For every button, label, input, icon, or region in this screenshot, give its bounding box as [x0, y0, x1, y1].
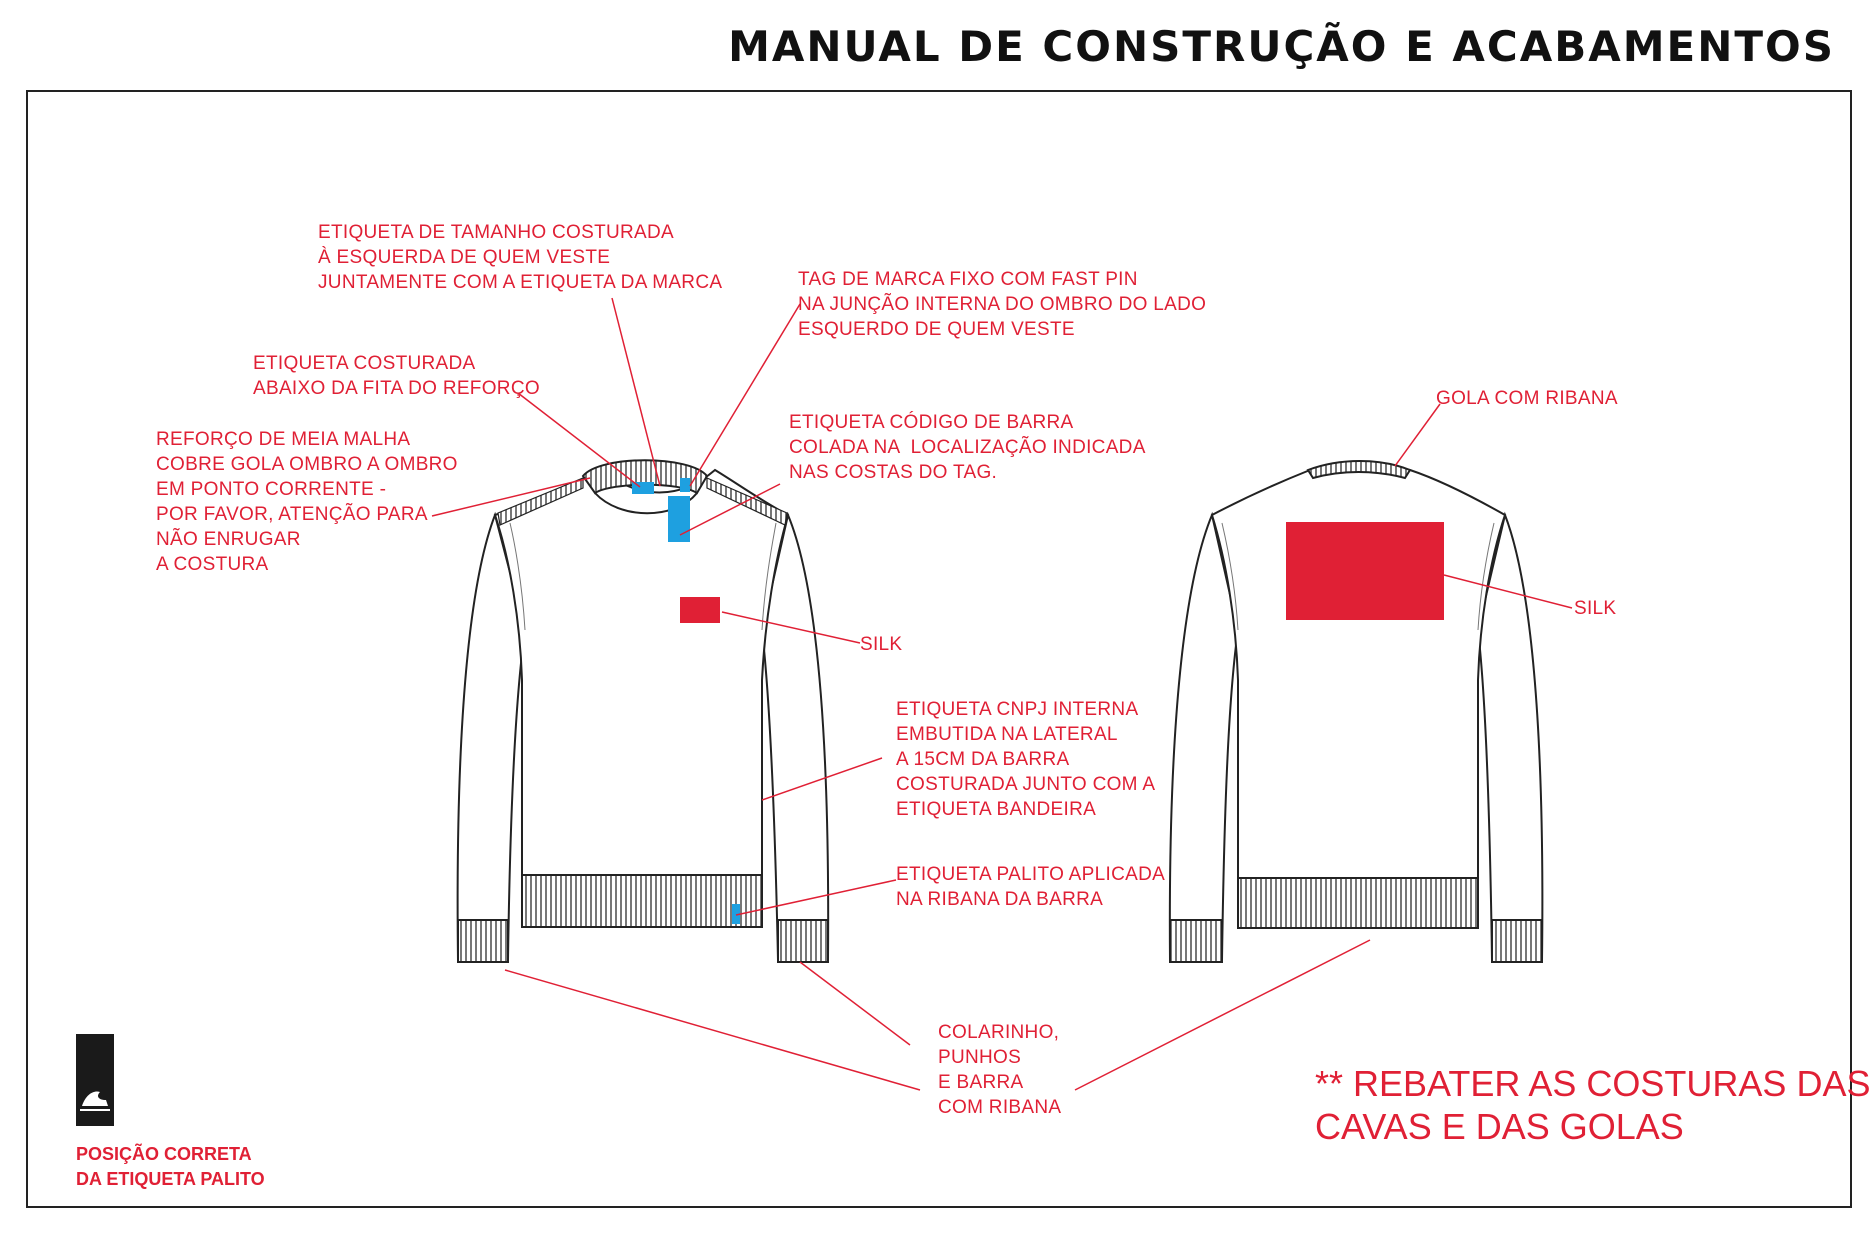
palito-caption: POSIÇÃO CORRETA DA ETIQUETA PALITO [76, 1144, 265, 1189]
front-sweater [456, 459, 830, 963]
label-size-tag: ETIQUETA DE TAMANHO COSTURADA À ESQUERDA… [318, 222, 723, 293]
brand-tag-marker [668, 496, 690, 542]
back-right-cuff [1491, 919, 1543, 963]
shoulder-reinforcement [497, 477, 788, 526]
silk-front-area [680, 597, 720, 623]
label-palito-applied: ETIQUETA PALITO APLICADA NA RIBANA DA BA… [896, 864, 1166, 910]
page-title: MANUAL DE CONSTRUÇÃO E ACABAMENTOS [728, 22, 1835, 71]
back-left-cuff [1169, 919, 1223, 963]
front-left-cuff [457, 919, 509, 963]
wave-mountain-logo-icon [80, 1091, 110, 1111]
label-reinforcement: REFORÇO DE MEIA MALHA COBRE GOLA OMBRO A… [156, 429, 458, 575]
label-cnpj: ETIQUETA CNPJ INTERNA EMBUTIDA NA LATERA… [896, 699, 1156, 820]
silk-back-area [1286, 522, 1444, 620]
label-silk-back: SILK [1574, 598, 1617, 619]
label-brand-tag: TAG DE MARCA FIXO COM FAST PIN NA JUNÇÃO… [798, 269, 1207, 340]
label-barcode: ETIQUETA CÓDIGO DE BARRA COLADA NA LOCAL… [789, 412, 1146, 483]
palito-label-sample [76, 1034, 114, 1126]
back-collar-rib [1306, 460, 1412, 480]
label-collar-back: GOLA COM RIBANA [1436, 388, 1618, 409]
stitching-note: ** REBATER AS COSTURAS DAS CAVAS E DAS G… [1315, 1063, 1871, 1147]
front-body [493, 468, 790, 876]
diagram-frame [26, 90, 1852, 1208]
front-collar-rib [581, 459, 709, 495]
front-hem-rib [521, 874, 763, 928]
label-sewn-tag: ETIQUETA COSTURADA ABAIXO DA FITA DO REF… [253, 353, 540, 399]
label-ribbing: COLARINHO, PUNHOS E BARRA COM RIBANA [938, 1022, 1062, 1118]
back-hem-rib [1237, 877, 1479, 929]
label-silk-front: SILK [860, 634, 903, 655]
leader-lines [431, 297, 1573, 1091]
hang-pin-marker [680, 478, 690, 492]
front-right-cuff [777, 919, 829, 963]
palito-label-marker [732, 904, 740, 924]
